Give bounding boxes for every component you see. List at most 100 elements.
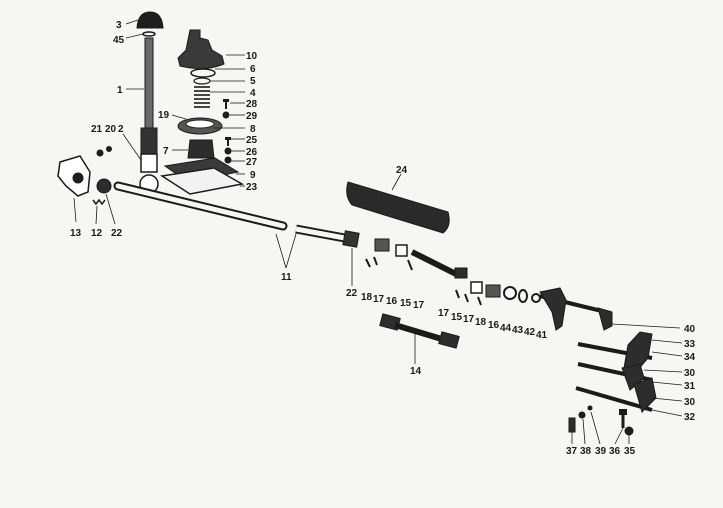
part-label-1: 1 bbox=[117, 85, 123, 96]
part-label-15-b: 15 bbox=[451, 312, 463, 323]
shift-rod-part-11 bbox=[113, 181, 360, 248]
part-label-38: 38 bbox=[580, 446, 592, 457]
middle-linkage bbox=[365, 238, 528, 306]
bushing-part-2 bbox=[140, 153, 158, 173]
lever-end bbox=[597, 307, 613, 331]
connector-rod bbox=[410, 249, 462, 279]
joint-part-15b bbox=[470, 281, 483, 294]
part-label-42: 42 bbox=[524, 327, 536, 338]
part-label-37: 37 bbox=[566, 446, 578, 457]
part-label-15-a: 15 bbox=[400, 298, 412, 309]
part-label-3: 3 bbox=[116, 20, 122, 31]
part-label-14: 14 bbox=[410, 366, 422, 377]
lever-rod-part-1 bbox=[144, 37, 154, 134]
rubber-boot-part-10 bbox=[177, 29, 225, 70]
washer-part-44 bbox=[503, 286, 517, 300]
pin-part-18b bbox=[477, 296, 482, 306]
pin-part-17a bbox=[373, 256, 378, 266]
part-label-17-d: 17 bbox=[463, 314, 475, 325]
part-label-24: 24 bbox=[396, 165, 408, 176]
part-label-30-a: 30 bbox=[684, 368, 696, 379]
bolt-part-36 bbox=[619, 409, 627, 428]
connector-end bbox=[454, 267, 468, 279]
part-label-13: 13 bbox=[70, 228, 82, 239]
rubber-grip-part-24 bbox=[346, 181, 450, 234]
bracket-hole bbox=[72, 172, 84, 184]
pin-part-17b bbox=[407, 259, 413, 271]
part-label-22-left: 22 bbox=[111, 228, 123, 239]
part-label-18-a: 18 bbox=[361, 292, 373, 303]
bolt-part-25 bbox=[225, 137, 231, 146]
pin-part-18 bbox=[365, 258, 371, 268]
part-label-11: 11 bbox=[281, 272, 292, 283]
part-label-22-mid: 22 bbox=[346, 288, 358, 299]
base-plate-part-23 bbox=[159, 167, 245, 195]
selector-assembly bbox=[531, 287, 657, 413]
pin-part-37 bbox=[568, 417, 576, 433]
part-label-44: 44 bbox=[500, 323, 512, 334]
housing-part-7 bbox=[187, 139, 215, 159]
part-label-23: 23 bbox=[246, 182, 258, 193]
part-label-4: 4 bbox=[250, 88, 256, 99]
part-label-17-a: 17 bbox=[373, 294, 385, 305]
plate-part-8 bbox=[185, 119, 215, 129]
part-label-12: 12 bbox=[91, 228, 103, 239]
part-label-17-b: 17 bbox=[413, 300, 425, 311]
part-label-27: 27 bbox=[246, 157, 258, 168]
part-label-34: 34 bbox=[684, 352, 696, 363]
leader-lines bbox=[73, 19, 683, 445]
part-label-31: 31 bbox=[684, 381, 696, 392]
part-label-19: 19 bbox=[158, 110, 170, 121]
joint-part-16 bbox=[374, 238, 390, 252]
lever-base bbox=[140, 127, 158, 155]
washer-part-45 bbox=[142, 31, 156, 37]
part-label-21: 21 bbox=[91, 124, 103, 135]
part-label-28: 28 bbox=[246, 99, 258, 110]
part-label-40: 40 bbox=[684, 324, 696, 335]
part-label-9: 9 bbox=[250, 170, 256, 181]
bottom-small-parts bbox=[568, 405, 634, 436]
ball-part-38 bbox=[578, 411, 586, 419]
washer-part-26 bbox=[224, 147, 232, 155]
part-label-16-a: 16 bbox=[386, 296, 398, 307]
part-label-26: 26 bbox=[246, 147, 258, 158]
ring-part-6 bbox=[190, 68, 216, 78]
nut-part-27 bbox=[224, 156, 232, 164]
part-label-16-b: 16 bbox=[488, 320, 500, 331]
selector-rod-part-32 bbox=[575, 386, 653, 412]
ring-part-42 bbox=[531, 293, 541, 303]
part-label-29: 29 bbox=[246, 111, 258, 122]
part-label-36: 36 bbox=[609, 446, 621, 457]
screw-part-28 bbox=[223, 99, 229, 109]
gear-lever-assembly bbox=[136, 11, 245, 195]
pin-part-17d bbox=[464, 293, 469, 303]
ring-part-5 bbox=[193, 77, 211, 85]
part-label-33: 33 bbox=[684, 339, 696, 350]
selector-lever-part-41 bbox=[539, 287, 567, 331]
part-label-8: 8 bbox=[250, 124, 256, 135]
pin-part-20 bbox=[106, 146, 112, 152]
joint-part-15 bbox=[395, 244, 408, 257]
link-rod-part-14 bbox=[379, 313, 460, 349]
part-label-35: 35 bbox=[624, 446, 636, 457]
part-label-45: 45 bbox=[113, 35, 125, 46]
part-label-43: 43 bbox=[512, 325, 524, 336]
selector-fork-part-30a bbox=[621, 363, 645, 391]
coupling-part-22 bbox=[342, 230, 360, 248]
part-label-20: 20 bbox=[105, 124, 117, 135]
part-label-30-b: 30 bbox=[684, 397, 696, 408]
part-label-7: 7 bbox=[163, 146, 169, 157]
part-label-18-b: 18 bbox=[475, 317, 487, 328]
spring-part-12 bbox=[92, 198, 106, 206]
washer-part-29 bbox=[222, 111, 230, 119]
part-label-5: 5 bbox=[250, 76, 256, 87]
part-label-32: 32 bbox=[684, 412, 696, 423]
knob-part-3 bbox=[136, 11, 164, 29]
part-label-39: 39 bbox=[595, 446, 607, 457]
part-label-41: 41 bbox=[536, 330, 548, 341]
nut-part-35 bbox=[624, 426, 634, 436]
ball-part-39 bbox=[587, 405, 593, 411]
spring-part-4 bbox=[194, 86, 210, 108]
pin-part-17c bbox=[455, 289, 460, 299]
